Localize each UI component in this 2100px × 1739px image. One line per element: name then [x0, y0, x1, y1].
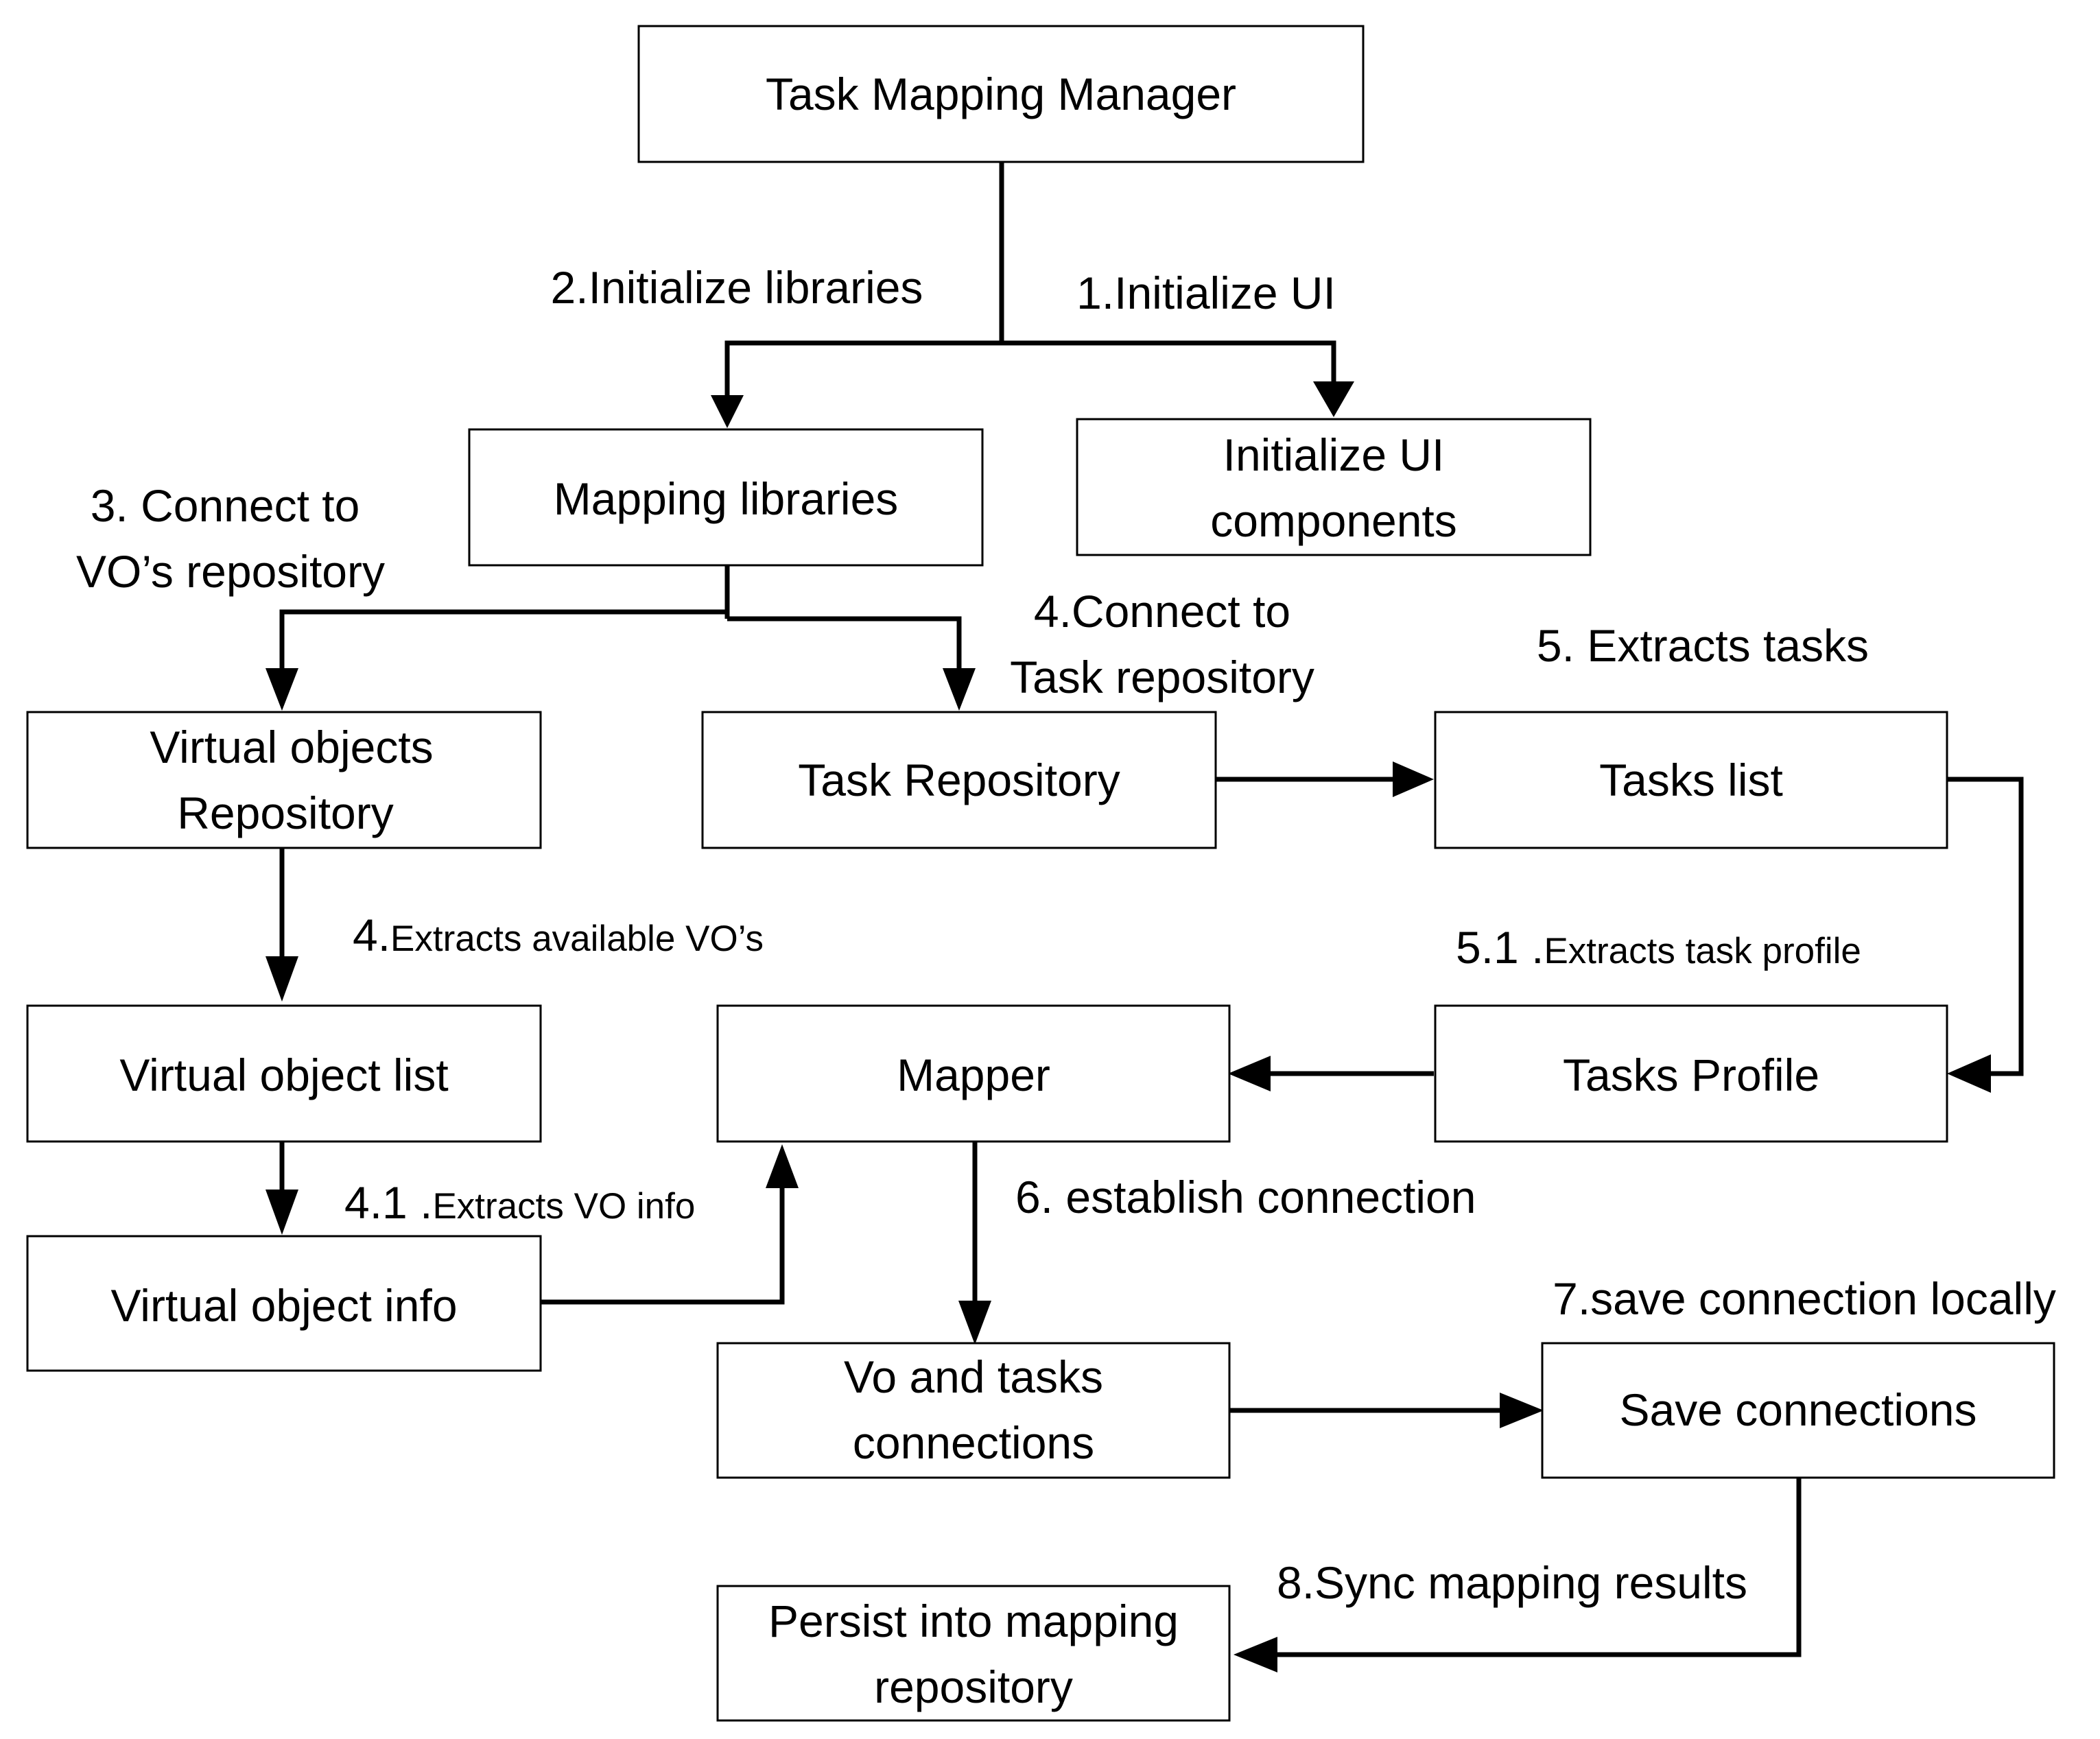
edge-mapping-libraries-to-task-repository: [727, 616, 962, 672]
step-labels: 2.Initialize libraries 1.Initialize UI 3…: [76, 262, 2056, 1608]
node-label: Virtual object list: [119, 1050, 448, 1100]
node-label-line-1: Vo and tasks: [844, 1351, 1103, 1402]
node-label-line-2: components: [1210, 495, 1457, 546]
arrowhead-persist: [1234, 1637, 1277, 1672]
node-label: Mapper: [897, 1050, 1050, 1100]
node-save-connections: Save connections: [1541, 1342, 2055, 1479]
edge-vo-info-to-mapper: [541, 1185, 785, 1305]
node-label: Virtual object info: [110, 1280, 457, 1331]
step-number: 5.1 .: [1456, 922, 1544, 973]
step-label-7: 7.save connection locally: [1553, 1273, 2056, 1324]
arrowhead-vo-list: [266, 956, 298, 1002]
node-label-line-1: Virtual objects: [150, 722, 433, 772]
node-box: [468, 428, 984, 567]
edge-mapping-libraries-to-vo-repository: [279, 609, 727, 672]
step-label-5-1: 5.1 .Extracts task profile: [1456, 922, 1861, 973]
node-label: Tasks Profile: [1563, 1050, 1819, 1100]
step-label-5: 5. Extracts tasks: [1537, 620, 1869, 671]
arrowhead-save-connections: [1500, 1393, 1544, 1428]
step-number: 4.: [353, 910, 390, 960]
arrowhead-tasks-list: [1393, 761, 1434, 797]
node-box: [26, 711, 542, 849]
node-box: [701, 711, 1217, 849]
step-label-4-extract: 4.Extracts available VO’s: [353, 910, 764, 960]
node-initialize-ui-components: Initialize UI components: [1076, 418, 1592, 556]
node-box: [26, 1004, 542, 1143]
node-box: [1434, 1004, 1948, 1143]
step-description: Extracts available VO’s: [390, 919, 764, 959]
node-box: [637, 25, 1365, 163]
node-label-line-2: Repository: [177, 788, 393, 838]
node-box: [716, 1342, 1231, 1479]
node-label: Tasks list: [1599, 755, 1783, 805]
node-label: Task Repository: [798, 755, 1120, 805]
edge-manager-to-mapping-libraries: [724, 340, 1002, 403]
node-tasks-list: Tasks list: [1434, 711, 1948, 849]
step-label-6: 6. establish connection: [1015, 1172, 1476, 1222]
arrowhead-vo-info: [266, 1190, 298, 1235]
step-label-4-connect-line-1: 4.Connect to: [1034, 586, 1290, 637]
step-label-3-line-1: 3. Connect to: [91, 480, 360, 531]
arrowhead-vo-repository: [266, 668, 298, 711]
node-label: Task Mapping Manager: [766, 69, 1236, 119]
arrowhead-connections: [958, 1301, 991, 1345]
node-virtual-object-list: Virtual object list: [26, 1004, 542, 1143]
node-label-line-1: Persist into mapping: [768, 1596, 1179, 1646]
step-label-8: 8.Sync mapping results: [1277, 1557, 1747, 1608]
step-description: Extracts task profile: [1544, 931, 1861, 971]
arrowhead-mapping-libraries: [711, 395, 744, 428]
nodes: Task Mapping Manager Mapping libraries I…: [26, 25, 2055, 1722]
node-virtual-object-info: Virtual object info: [26, 1235, 542, 1372]
step-label-3-line-2: VO’s repository: [76, 546, 385, 597]
step-number: 4.1 .: [344, 1177, 432, 1228]
node-label-line-2: repository: [874, 1661, 1073, 1712]
arrowhead-mapper-from-profile: [1228, 1056, 1271, 1091]
node-label-line-2: connections: [853, 1417, 1094, 1468]
node-label-line-1: Initialize UI: [1223, 429, 1445, 480]
node-box: [1434, 711, 1948, 849]
step-label-1: 1.Initialize UI: [1076, 268, 1336, 318]
node-persist-into-mapping-repository: Persist into mapping repository: [716, 1585, 1231, 1722]
node-virtual-objects-repository: Virtual objects Repository: [26, 711, 542, 849]
node-box: [716, 1585, 1231, 1722]
edges: [266, 162, 2024, 1672]
step-label-4-connect-line-2: Task repository: [1010, 652, 1314, 702]
node-box: [1541, 1342, 2055, 1479]
node-vo-and-tasks-connections: Vo and tasks connections: [716, 1342, 1231, 1479]
step-label-4-1: 4.1 .Extracts VO info: [344, 1177, 695, 1228]
node-mapper: Mapper: [716, 1004, 1231, 1143]
arrowhead-tasks-profile: [1947, 1054, 1991, 1093]
arrowhead-task-repository: [943, 668, 976, 711]
step-description: Extracts VO info: [432, 1186, 695, 1227]
node-task-repository: Task Repository: [701, 711, 1217, 849]
arrowhead-mapper-from-vo-info: [766, 1144, 799, 1188]
node-box: [716, 1004, 1231, 1143]
edge-save-to-persist: [1276, 1478, 1802, 1657]
edge-manager-to-initialize-ui: [1002, 340, 1336, 384]
node-mapping-libraries: Mapping libraries: [468, 428, 984, 567]
node-box: [1076, 418, 1592, 556]
arrowhead-initialize-ui: [1313, 381, 1354, 417]
node-label: Save connections: [1619, 1384, 1977, 1435]
step-label-2: 2.Initialize libraries: [551, 262, 923, 313]
node-label: Mapping libraries: [554, 473, 899, 524]
node-task-mapping-manager: Task Mapping Manager: [637, 25, 1365, 163]
node-box: [26, 1235, 542, 1372]
node-tasks-profile: Tasks Profile: [1434, 1004, 1948, 1143]
edge-tasks-list-to-tasks-profile: [1947, 777, 2024, 1076]
